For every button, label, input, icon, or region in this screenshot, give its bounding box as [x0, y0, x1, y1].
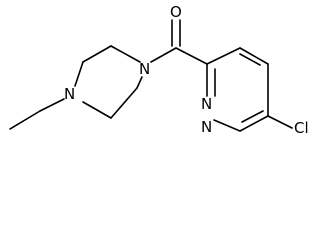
bond-pip-c-n1-upper [74, 61, 84, 87]
bond-pyr-n1-c6 [213, 119, 241, 132]
atom-n-pyridazine-upper: N [201, 95, 212, 113]
atom-n-piperazine-right: N [139, 60, 150, 78]
bond-pyr-c3-c2 [206, 47, 241, 65]
bond-n2-carbonyl [150, 47, 177, 63]
bond-c-cl [267, 115, 293, 129]
bond-carbonyl-ring [175, 47, 208, 65]
structure-svg: O N N N N Cl [9, 3, 309, 137]
bonds [9, 19, 293, 132]
bond-ethyl-ch2 [39, 98, 65, 112]
atom-labels: O N N N N Cl [64, 3, 309, 137]
bond-pyr-c4-c3-inner [239, 53, 261, 66]
molecule-structure: O N N N N Cl [9, 3, 309, 137]
atom-n-pyridazine-lower: N [201, 118, 212, 136]
bond-pip-c-lower [110, 87, 138, 119]
atom-n-piperazine-left: N [64, 85, 75, 103]
bond-pyr-c6-c5-inner [241, 110, 264, 123]
atom-o: O [170, 3, 182, 21]
bond-pip-n2-c-upper [110, 45, 141, 63]
atom-cl: Cl [294, 119, 309, 137]
bond-pip-c-upper [82, 45, 112, 63]
bond-pip-n1-c-lower [82, 101, 112, 119]
bond-pyr-c4-c3 [239, 47, 269, 65]
bond-pyr-c6-c5 [239, 115, 269, 132]
bond-ethyl-ch3 [9, 110, 41, 130]
bond-pip-c-n2-lower [136, 76, 143, 89]
